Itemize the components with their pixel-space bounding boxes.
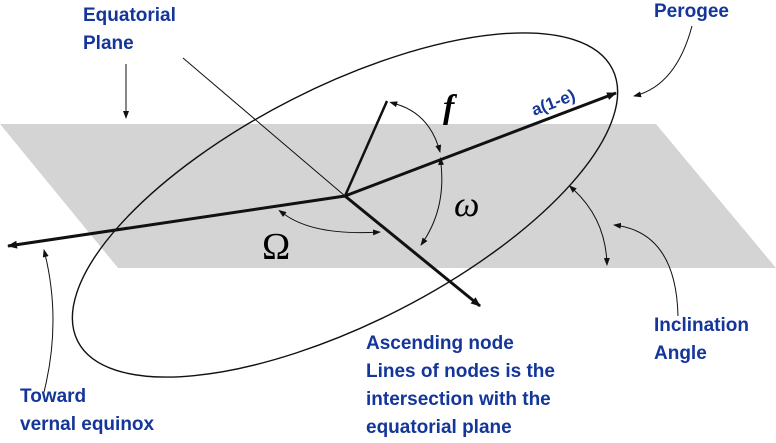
arg-periapsis-arc (420, 157, 445, 246)
ascending-node-label-4: equatorial plane (366, 417, 512, 438)
equatorial-plane-label-2: Plane (83, 33, 134, 54)
arg-periapsis-symbol: ω (454, 184, 480, 224)
perigee-vector (344, 91, 617, 198)
perogee-pointer (633, 25, 693, 98)
inclination-arc (568, 185, 610, 266)
vernal-equinox-pointer (42, 249, 54, 393)
vernal-equinox-label-1: Toward (20, 386, 87, 407)
equatorial-plane-label-1: Equatorial (83, 5, 176, 26)
inclination-pointer (613, 222, 679, 317)
orbit-ellipse (71, 32, 619, 378)
ascending-node-label-1: Ascending node (366, 333, 514, 354)
position-vector (343, 100, 389, 197)
perogee-label: Perogee (654, 1, 729, 22)
raan-arc (278, 209, 381, 236)
ascending-node-label-3: intersection with the (366, 389, 551, 410)
true-anomaly-arc (389, 101, 442, 153)
inclination-label-1: Inclination (654, 315, 749, 336)
ascending-node-label-2: Lines of nodes is the (366, 361, 555, 382)
equatorial-plane (0, 124, 776, 268)
raan-symbol: Ω (262, 226, 291, 268)
inclination-label-2: Angle (654, 343, 707, 364)
true-anomaly-symbol: f (443, 89, 455, 126)
vernal-equinox-label-2: vernal equinox (20, 414, 155, 435)
plane-pointer-line (182, 57, 346, 197)
vernal-equinox-line (7, 194, 346, 249)
